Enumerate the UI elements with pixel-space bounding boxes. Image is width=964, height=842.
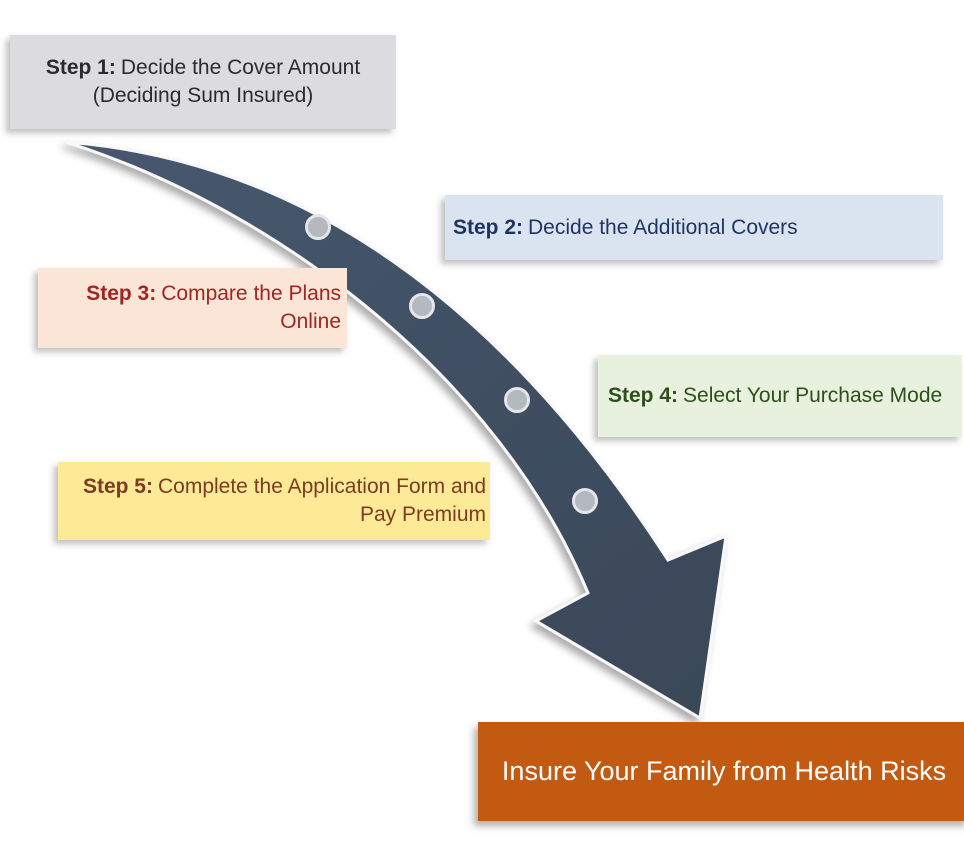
step-4-text: Select Your Purchase Mode	[683, 384, 943, 408]
step-4-content: Step 4:Select Your Purchase Mode	[608, 382, 952, 410]
step-4-box: Step 4:Select Your Purchase Mode	[598, 355, 962, 437]
result-text: Insure Your Family from Health Risks	[501, 755, 947, 786]
curved-arrow-shape	[65, 140, 728, 721]
arrow-dot-4	[572, 488, 598, 514]
step-2-label: Step 2:	[453, 215, 524, 239]
arrow-dot-1	[305, 214, 331, 240]
step-3-content: Step 3:Compare the Plans Online	[44, 280, 341, 336]
step-5-box: Step 5:Complete the Application Form and…	[58, 462, 490, 540]
step-1-label: Step 1:	[45, 56, 116, 80]
step-4-label: Step 4:	[608, 384, 679, 408]
step-3-box: Step 3:Compare the Plans Online	[38, 268, 347, 348]
step-3-label: Step 3:	[86, 282, 157, 306]
result-box: Insure Your Family from Health Risks	[478, 722, 964, 821]
step-5-content: Step 5:Complete the Application Form and…	[62, 473, 486, 529]
arrow-dot-3	[504, 387, 530, 413]
step-1-content: Step 1:Decide the Cover Amount (Deciding…	[30, 54, 376, 110]
step-5-label: Step 5:	[82, 475, 153, 499]
step-3-text: Compare the Plans Online	[161, 282, 341, 333]
arrow-dot-2	[409, 293, 435, 319]
step-5-text: Complete the Application Form and Pay Pr…	[157, 475, 486, 526]
step-2-text: Decide the Additional Covers	[528, 215, 798, 239]
step-1-text: Decide the Cover Amount (Deciding Sum In…	[92, 56, 361, 107]
step-2-box: Step 2:Decide the Additional Covers	[445, 195, 943, 260]
step-2-content: Step 2:Decide the Additional Covers	[453, 214, 935, 242]
step-1-box: Step 1:Decide the Cover Amount (Deciding…	[10, 35, 396, 129]
